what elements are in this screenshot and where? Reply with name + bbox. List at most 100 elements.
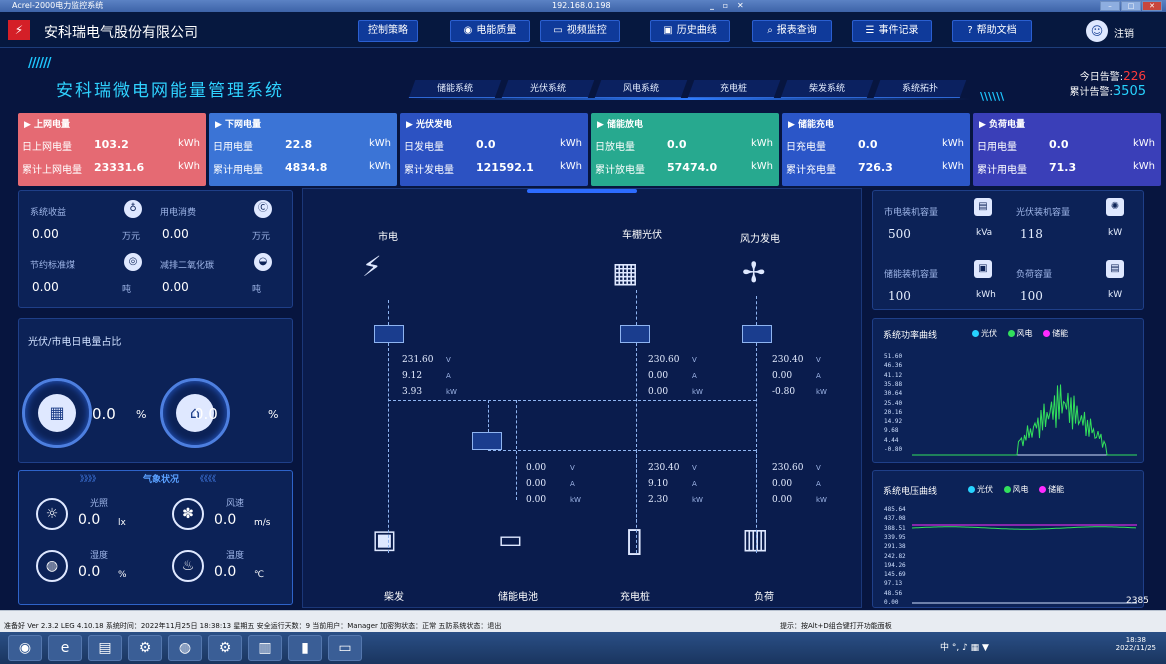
weather-1-value: 0.0 [214, 512, 237, 528]
tab-1-label: 光伏系统 [529, 84, 566, 94]
nav-3-button[interactable]: ▣历史曲线 [650, 20, 730, 42]
weather-deco-left: 》》》》 [80, 474, 100, 483]
inverter-icon-1 [620, 325, 650, 343]
card-3-value-2: 57474.0 [667, 161, 718, 174]
nav-4-icon: ⌕ [767, 25, 773, 36]
weather-panel [18, 470, 293, 605]
legend-wind: 风电 [1016, 329, 1033, 338]
minimize-icon[interactable]: – [1100, 1, 1120, 11]
taskbar-app-0[interactable]: ◉ [8, 635, 42, 661]
power-chart-legend[interactable]: 光伏 风电 储能 [972, 328, 1068, 339]
inverter-icon-0 [374, 325, 404, 343]
card-3-label-1: 日放电量 [595, 142, 635, 153]
system-tray[interactable]: 中 °, ♪ ▦ ▼ [940, 643, 989, 653]
outer-window-controls[interactable]: –□✕ [1100, 1, 1162, 11]
nav-2-icon: ▭ [553, 25, 563, 36]
card-2-value-1: 0.0 [476, 138, 496, 151]
nav-5-button[interactable]: ☰事件记录 [852, 20, 932, 42]
card-0-unit-1: kWh [177, 138, 200, 149]
weather-title: 气象状况 [143, 475, 180, 485]
close-icon[interactable]: ✕ [1142, 1, 1162, 11]
weather-0-value: 0.0 [78, 512, 101, 528]
tab-5[interactable]: 系统拓扑 [873, 80, 967, 98]
legend-pv: 光伏 [981, 329, 997, 338]
capacity-0-label: 市电装机容量 [884, 208, 939, 218]
nav-2-button[interactable]: ▭视频监控 [540, 20, 620, 42]
horizontal-scrollbar[interactable] [0, 610, 1166, 620]
card-0-label-2: 累计上网电量 [22, 165, 82, 176]
taskbar-app-1[interactable]: e [48, 635, 82, 661]
ev-charger-icon: ▯ [625, 520, 644, 560]
card-4-value-2: 726.3 [858, 161, 893, 174]
power-ytick-0: 51.60 [884, 353, 903, 360]
taskbar-app-3[interactable]: ⚙ [128, 635, 162, 661]
window-controls[interactable]: _ ▫ ✕ [710, 1, 747, 10]
logout-button[interactable]: 注销 [1114, 29, 1134, 40]
solar-panel-icon: ▦ [38, 394, 76, 432]
user-avatar-icon[interactable]: ☺ [1086, 20, 1108, 42]
taskbar-app-8[interactable]: ▭ [328, 635, 362, 661]
taskbar-app-7[interactable]: ▮ [288, 635, 322, 661]
voltage-chart-panel [872, 470, 1144, 608]
card-4-unit-1: kWh [941, 138, 964, 149]
grid-tower-icon: ⚡ [362, 250, 382, 283]
volt-ytick-2: 388.51 [884, 524, 906, 532]
weather-2-label: 湿度 [90, 551, 109, 561]
weather-0-label: 光照 [90, 499, 109, 509]
tab-4[interactable]: 柴发系统 [780, 80, 874, 98]
tab-1[interactable]: 光伏系统 [501, 80, 595, 98]
nav-3-icon: ▣ [663, 25, 673, 36]
taskbar-app-6[interactable]: ▥ [248, 635, 282, 661]
pv_meter-unit-1: A [692, 372, 697, 380]
voltage-chart-legend[interactable]: 光伏 风电 储能 [968, 484, 1064, 495]
clock[interactable]: 18:38 2022/11/25 [1116, 636, 1156, 652]
diagram-line-v-1 [388, 343, 389, 553]
weather-2-value: 0.0 [78, 564, 101, 580]
nav-4-button[interactable]: ⌕报表查询 [752, 20, 832, 42]
card-1-unit-1: kWh [368, 138, 391, 149]
nav-6-label: 帮助文档 [976, 25, 1017, 36]
diesel_meter-value-1: 0.00 [526, 479, 547, 489]
taskbar-app-2[interactable]: ▤ [88, 635, 122, 661]
nav-6-button[interactable]: ?帮助文档 [952, 20, 1032, 42]
volt-ytick-1: 437.08 [884, 515, 906, 523]
ratio-title: 光伏/市电日电量占比 [28, 337, 122, 348]
nav-1-button[interactable]: ◉电能质量 [450, 20, 530, 42]
capacity-3-unit: kW [1108, 290, 1123, 300]
alarm-summary[interactable]: 今日告警:226 累计告警:3505 [1046, 68, 1146, 99]
pv-ratio-ring: ▦ [22, 378, 92, 448]
grid-ratio-unit: % [268, 408, 279, 421]
volt-ytick-4: 291.38 [884, 543, 906, 551]
volt-ytick-9: 48.56 [884, 589, 903, 597]
window-titlebar: Acrel-2000电力监控系统 192.168.0.198 _ ▫ ✕ –□✕ [0, 0, 1166, 12]
nav-0-button[interactable]: 控制策略 [358, 20, 418, 42]
legend-dot-pv [972, 330, 979, 337]
grid_meter-unit-0: V [446, 356, 451, 364]
power-chart-panel [872, 318, 1144, 463]
tab-0[interactable]: 储能系统 [408, 80, 502, 98]
card-0-value-1: 103.2 [94, 138, 129, 151]
tab-3-label: 充电桩 [720, 84, 748, 94]
taskbar-app-4[interactable]: ◍ [168, 635, 202, 661]
tab-underline [410, 98, 970, 100]
taskbar-app-5[interactable]: ⚙ [208, 635, 242, 661]
company-logo-icon: ⚡ [8, 20, 30, 40]
stat-3-icon: ◒ [254, 253, 272, 271]
maximize-icon[interactable]: □ [1121, 1, 1141, 11]
capacity-1-label: 光伏装机容量 [1016, 208, 1071, 218]
tab-2[interactable]: 风电系统 [594, 80, 688, 98]
power-ytick-9: 4.44 [884, 436, 899, 444]
tab-3[interactable]: 充电桩 [687, 80, 781, 98]
diesel_meter-unit-1: A [570, 480, 575, 488]
diagram-bus-line-2 [488, 450, 756, 451]
stat-0-label: 系统收益 [30, 208, 67, 218]
volt-ytick-7: 145.69 [884, 571, 906, 579]
card-5-title: ▶ 负荷电量 [979, 120, 1026, 130]
inverter-icon-2 [742, 325, 772, 343]
